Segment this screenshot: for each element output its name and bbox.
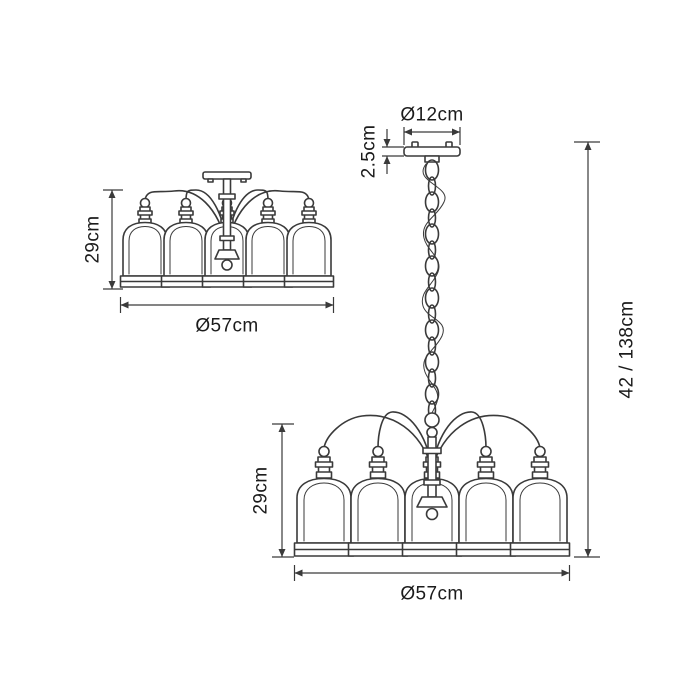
column-stem xyxy=(427,436,437,498)
pendant-diameter-label: Ø57cm xyxy=(400,584,463,605)
ceiling-canopy xyxy=(403,141,461,163)
arm-inner-left xyxy=(377,411,433,469)
arm-outer-right xyxy=(226,189,310,247)
canopy-plate xyxy=(403,146,461,157)
chain-link xyxy=(424,223,440,245)
center-column xyxy=(416,436,448,521)
semiflush-diameter-dimension: Ø57cm xyxy=(119,297,335,337)
semiflush-diameter-label: Ø57cm xyxy=(195,316,258,337)
fixture-loop xyxy=(426,426,438,439)
canopy-diameter-label: Ø12cm xyxy=(400,105,463,126)
body-height-dimension: 29cm xyxy=(251,423,294,558)
semi-flush-view: 29cm Ø57cm xyxy=(83,171,335,337)
chain-link xyxy=(424,351,440,373)
body-height-label: 29cm xyxy=(251,466,272,514)
column-finial-ball xyxy=(221,259,233,271)
column-hub xyxy=(214,249,240,260)
chain-link xyxy=(424,159,440,181)
chain-link xyxy=(424,191,440,213)
canopy-height-label: 2.5cm xyxy=(359,125,380,179)
ceiling-plate xyxy=(202,171,252,183)
lamp-shade xyxy=(119,197,171,288)
canopy-diameter-dimension: Ø12cm xyxy=(400,105,463,145)
chain-link xyxy=(427,208,437,228)
arm-outer-left xyxy=(144,189,228,247)
chain-link xyxy=(427,240,437,260)
plate-nub xyxy=(207,178,214,183)
lamp-shade xyxy=(347,445,409,557)
semiflush-height-label: 29cm xyxy=(83,215,104,263)
overall-height-dimension: 42 / 138cm xyxy=(574,141,638,558)
column-collar xyxy=(422,447,442,455)
column-collar xyxy=(219,235,235,242)
lamp-shade xyxy=(242,197,294,288)
chain-cable xyxy=(421,163,446,422)
column-hub xyxy=(416,496,448,508)
arm-outer-right xyxy=(431,414,541,469)
chain-hook xyxy=(424,412,440,428)
lamp-shade xyxy=(283,197,335,288)
arm-outer-left xyxy=(323,414,433,469)
column-finial-ball xyxy=(425,507,439,521)
hanging-chain xyxy=(421,159,446,439)
lamp-shade xyxy=(509,445,571,557)
canopy-height-dimension: 2.5cm xyxy=(359,125,404,179)
center-column xyxy=(214,178,240,271)
pendant-view: Ø12cm 2.5cm 29cm 42 / 138cm xyxy=(251,105,638,605)
overall-height-label: 42 / 138cm xyxy=(617,301,638,399)
lamp-shade xyxy=(293,445,355,557)
column-collar xyxy=(423,479,441,486)
fixture-arms xyxy=(323,411,541,469)
canopy-collar xyxy=(424,155,440,163)
column-collar xyxy=(218,193,236,200)
pendant-diameter-dimension: Ø57cm xyxy=(293,565,571,605)
plate-nub xyxy=(240,178,247,183)
lamp-shade xyxy=(455,445,517,557)
semiflush-height-dimension: 29cm xyxy=(83,189,123,290)
chain-link xyxy=(424,287,440,309)
chain-link xyxy=(427,272,437,292)
arm-inner-right xyxy=(431,411,487,469)
chain-link xyxy=(424,319,440,341)
plate xyxy=(202,171,252,180)
lamp-shade xyxy=(160,197,212,288)
